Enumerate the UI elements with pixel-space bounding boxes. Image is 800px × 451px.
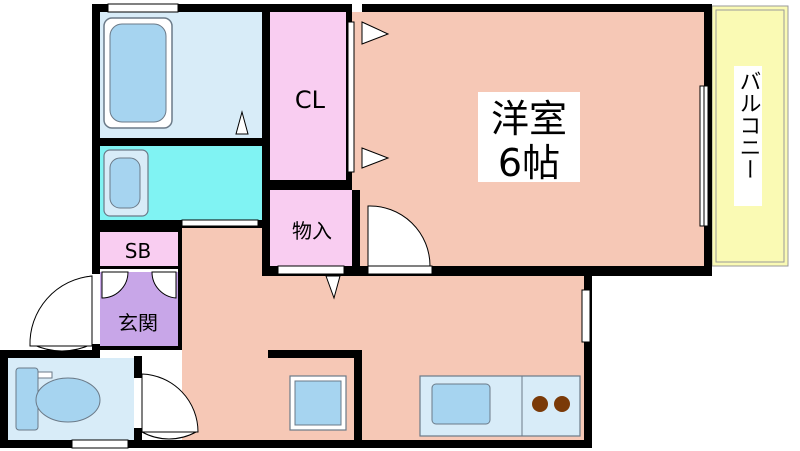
closet-door-arrow-bottom xyxy=(361,147,390,169)
wall-top xyxy=(92,4,712,12)
wall-bottom xyxy=(0,440,592,448)
western-room-door-frame xyxy=(367,265,433,275)
storage-door-arrow xyxy=(325,275,341,300)
entrance-label: 玄関 xyxy=(118,311,158,335)
toilet-bowl xyxy=(35,377,101,423)
bathtub-basin xyxy=(109,23,167,123)
wall-toilet-right-lower xyxy=(134,428,142,448)
toilet-door-arc xyxy=(141,373,199,433)
wall-washroom-bottom xyxy=(92,220,262,228)
western-room-name: 洋室 xyxy=(491,97,567,141)
stove-burner-right xyxy=(554,396,570,412)
wall-kitchen-partition-v xyxy=(354,350,362,444)
wall-closet-storage xyxy=(270,180,352,190)
shoe-box-floor xyxy=(100,232,180,266)
wall-kitchen-right xyxy=(584,274,592,444)
closet-door-arrow-top xyxy=(361,21,390,45)
closet-floor xyxy=(270,12,352,180)
refrigerator-inner xyxy=(294,380,342,426)
toilet-tank xyxy=(15,367,39,431)
toilet-seat-hinge xyxy=(37,371,53,379)
wall-bath-closet xyxy=(262,4,270,276)
western-room-label-bg xyxy=(478,92,580,182)
wall-toilet-right xyxy=(134,356,142,378)
window-bath-top xyxy=(107,3,179,13)
shoebox-door-left xyxy=(101,271,129,299)
storage-floor xyxy=(270,190,352,266)
wall-toilet-top xyxy=(0,350,100,358)
wall-shoebox-bottom xyxy=(100,266,180,269)
wall-shoebox-top xyxy=(92,228,182,232)
balcony-label-bg xyxy=(734,66,762,206)
window-western-top xyxy=(352,4,362,12)
washbasin-bowl xyxy=(109,157,141,209)
shoebox-door-right xyxy=(151,271,177,299)
storage-label: 物入 xyxy=(292,219,332,243)
wall-kitchen-partition xyxy=(268,350,362,358)
stove-burner-left xyxy=(532,396,548,412)
closet-label: CL xyxy=(295,86,326,114)
wall-entrance-left xyxy=(92,228,100,274)
window-kitchen-right xyxy=(581,289,591,343)
washroom-sliding-door xyxy=(181,219,259,227)
wall-entrance-bottom xyxy=(100,346,182,350)
wall-entrance-right xyxy=(178,228,182,350)
shoe-box-label: SB xyxy=(125,239,151,263)
balcony-label: バルコニー xyxy=(736,70,761,180)
storage-door-swing xyxy=(367,205,431,267)
wall-western-bottom xyxy=(352,266,712,276)
wall-bath-wash xyxy=(100,138,262,146)
bath-door-arrow xyxy=(235,110,249,135)
closet-sliding-door xyxy=(347,21,355,173)
western-room-size: 6帖 xyxy=(498,141,560,185)
window-toilet-bottom xyxy=(71,439,129,449)
entrance-front-door-arc xyxy=(29,275,93,347)
wall-left-upper xyxy=(92,4,100,266)
kitchen-sink xyxy=(431,383,491,425)
storage-door xyxy=(277,265,345,275)
wall-storage-western xyxy=(352,190,360,276)
wall-toilet-left xyxy=(0,350,8,448)
